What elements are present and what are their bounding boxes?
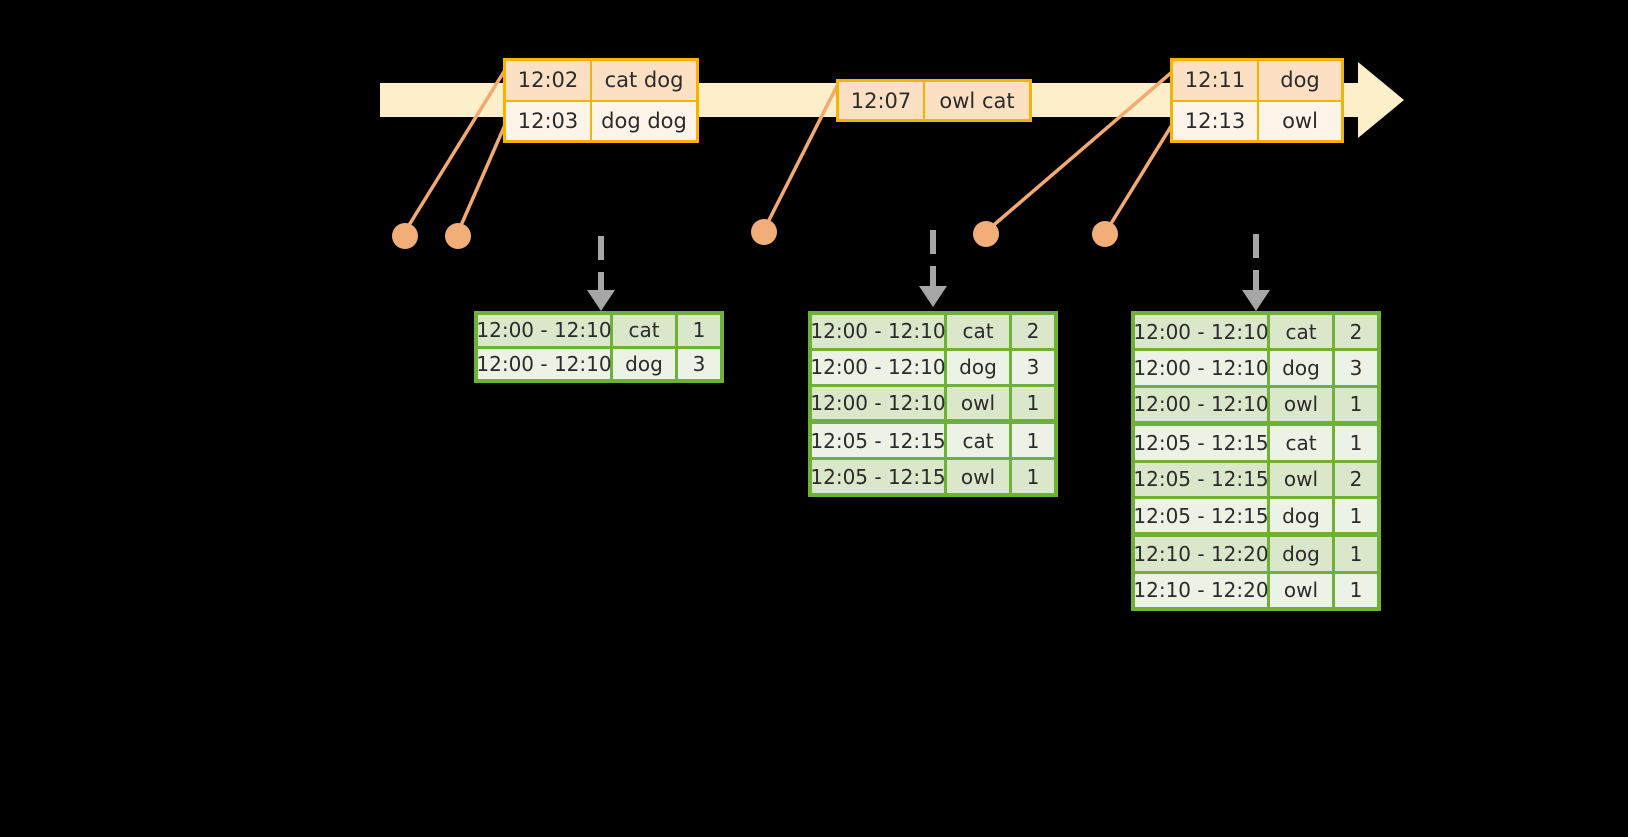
event-payload: cat dog: [592, 61, 696, 100]
table-row[interactable]: 12:00 - 12:10 cat 2: [1133, 315, 1377, 349]
cell-window: 12:05 - 12:15: [1133, 426, 1269, 460]
event-group-3[interactable]: 12:11 dog 12:13 owl: [1170, 58, 1344, 143]
cell-window: 12:05 - 12:15: [810, 424, 946, 458]
cell-key: dog: [1270, 351, 1332, 385]
event-dot-3: [751, 219, 777, 245]
event-payload: dog dog: [592, 101, 696, 140]
cell-window: 12:00 - 12:10: [1133, 351, 1269, 385]
emit-arrowhead-1: [587, 290, 615, 311]
cell-count: 1: [1012, 460, 1054, 493]
cell-window: 12:00 - 12:10: [476, 315, 612, 346]
cell-count: 1: [1335, 426, 1377, 460]
cell-window: 12:00 - 12:10: [1133, 315, 1269, 349]
cell-count: 1: [1335, 573, 1377, 607]
cell-count: 1: [678, 315, 720, 346]
table-row[interactable]: 12:05 - 12:15 cat 1: [1133, 426, 1377, 460]
event-dots: [392, 219, 1118, 249]
table-row[interactable]: 12:05 - 12:15 cat 1: [810, 424, 1054, 458]
result-table-2[interactable]: 12:00 - 12:10 cat 2 12:00 - 12:10 dog 3 …: [808, 311, 1058, 497]
table-row[interactable]: 12:00 - 12:10 cat 1: [476, 315, 720, 346]
table-row[interactable]: 12:10 - 12:20 owl 1: [1133, 573, 1377, 607]
event-row[interactable]: 12:02 cat dog: [506, 61, 696, 100]
event-time: 12:07: [839, 82, 925, 119]
cell-window: 12:05 - 12:15: [810, 460, 946, 493]
cell-key: owl: [1270, 387, 1332, 422]
table-row[interactable]: 12:00 - 12:10 dog 3: [1133, 351, 1377, 385]
table-row[interactable]: 12:05 - 12:15 owl 2: [1133, 462, 1377, 496]
event-row[interactable]: 12:07 owl cat: [839, 82, 1029, 119]
cell-count: 1: [1335, 537, 1377, 571]
emit-arrows: [598, 230, 1259, 292]
cell-window: 12:05 - 12:15: [1133, 498, 1269, 533]
cell-count: 3: [1335, 351, 1377, 385]
table-row[interactable]: 12:00 - 12:10 owl 1: [810, 386, 1054, 420]
cell-key: cat: [947, 315, 1009, 348]
cell-window: 12:00 - 12:10: [476, 348, 612, 379]
cell-key: cat: [1270, 315, 1332, 349]
cell-count: 1: [1012, 386, 1054, 420]
event-dot-4: [973, 221, 999, 247]
emit-arrowheads: [587, 286, 1270, 311]
cell-count: 1: [1335, 387, 1377, 422]
event-group-2[interactable]: 12:07 owl cat: [836, 79, 1032, 122]
cell-window: 12:00 - 12:10: [810, 350, 946, 384]
cell-count: 3: [678, 348, 720, 379]
cell-key: dog: [1270, 498, 1332, 533]
cell-key: cat: [613, 315, 675, 346]
emit-arrowhead-3: [1242, 290, 1270, 311]
cell-key: cat: [947, 424, 1009, 458]
event-time: 12:02: [506, 61, 592, 100]
table-row[interactable]: 12:10 - 12:20 dog 1: [1133, 537, 1377, 571]
event-dot-5: [1092, 221, 1118, 247]
table-row[interactable]: 12:00 - 12:10 owl 1: [1133, 387, 1377, 422]
event-group-1[interactable]: 12:02 cat dog 12:03 dog dog: [503, 58, 699, 143]
event-row[interactable]: 12:03 dog dog: [506, 99, 696, 140]
result-table-1[interactable]: 12:00 - 12:10 cat 1 12:00 - 12:10 dog 3: [474, 311, 724, 383]
cell-count: 2: [1335, 315, 1377, 349]
cell-count: 2: [1012, 315, 1054, 348]
cell-window: 12:00 - 12:10: [810, 315, 946, 348]
event-row[interactable]: 12:13 owl: [1173, 99, 1341, 140]
event-time: 12:11: [1173, 61, 1259, 100]
event-payload: dog: [1259, 61, 1341, 100]
emit-arrowhead-2: [919, 286, 947, 307]
cell-key: owl: [947, 460, 1009, 493]
event-time: 12:03: [506, 101, 592, 140]
cell-window: 12:05 - 12:15: [1133, 462, 1269, 496]
cell-key: owl: [947, 386, 1009, 420]
cell-key: owl: [1270, 462, 1332, 496]
event-dot-2: [445, 223, 471, 249]
cell-count: 1: [1335, 498, 1377, 533]
event-dot-1: [392, 223, 418, 249]
cell-key: dog: [613, 348, 675, 379]
table-row[interactable]: 12:05 - 12:15 dog 1: [1133, 498, 1377, 533]
cell-count: 3: [1012, 350, 1054, 384]
cell-count: 2: [1335, 462, 1377, 496]
cell-key: owl: [1270, 573, 1332, 607]
table-row[interactable]: 12:05 - 12:15 owl 1: [810, 460, 1054, 493]
table-row[interactable]: 12:00 - 12:10 dog 3: [476, 348, 720, 379]
event-payload: owl cat: [925, 82, 1029, 119]
event-row[interactable]: 12:11 dog: [1173, 61, 1341, 100]
cell-window: 12:10 - 12:20: [1133, 537, 1269, 571]
cell-key: dog: [1270, 537, 1332, 571]
cell-key: cat: [1270, 426, 1332, 460]
cell-count: 1: [1012, 424, 1054, 458]
table-row[interactable]: 12:00 - 12:10 dog 3: [810, 350, 1054, 384]
cell-window: 12:10 - 12:20: [1133, 573, 1269, 607]
event-time: 12:13: [1173, 101, 1259, 140]
cell-window: 12:00 - 12:10: [1133, 387, 1269, 422]
event-payload: owl: [1259, 101, 1341, 140]
cell-window: 12:00 - 12:10: [810, 386, 946, 420]
result-table-3[interactable]: 12:00 - 12:10 cat 2 12:00 - 12:10 dog 3 …: [1131, 311, 1381, 611]
table-row[interactable]: 12:00 - 12:10 cat 2: [810, 315, 1054, 348]
cell-key: dog: [947, 350, 1009, 384]
